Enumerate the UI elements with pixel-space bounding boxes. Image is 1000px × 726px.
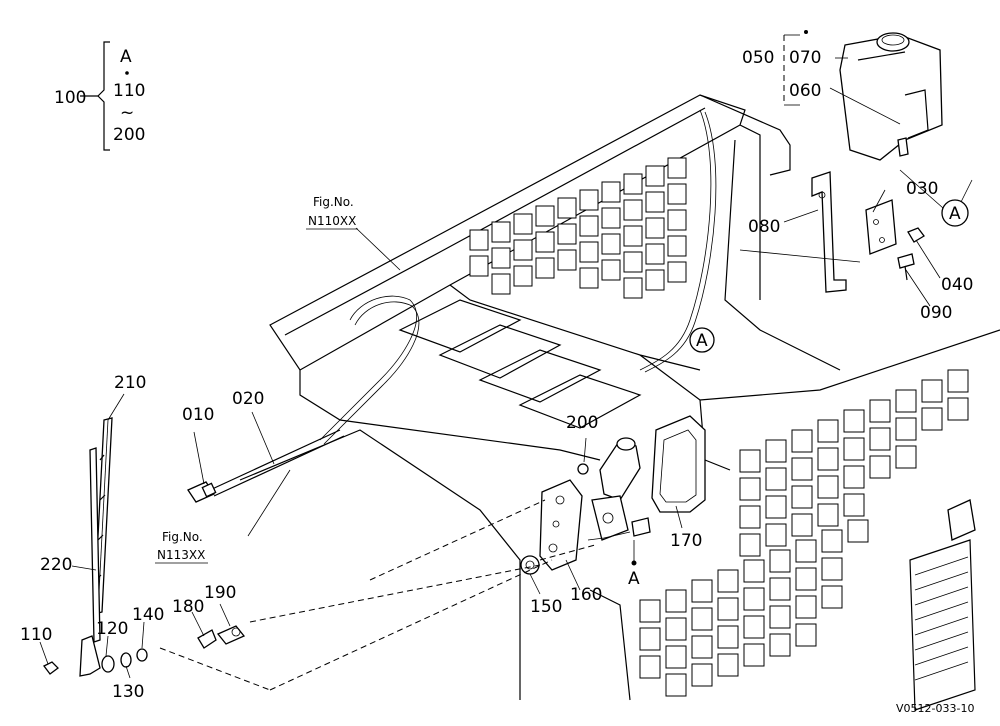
- fig-ref-n113-line2: N113XX: [157, 548, 205, 562]
- callout-120: 120: [96, 619, 128, 639]
- rear-window-grid: [469, 157, 687, 299]
- bolt-090: [897, 253, 915, 281]
- callout-170: 170: [670, 531, 702, 551]
- callout-020: 020: [232, 389, 264, 409]
- right-leaders: [739, 57, 973, 307]
- reference-bracket: [80, 41, 110, 151]
- ref-to-label: 200: [113, 125, 145, 145]
- callout-110: 110: [20, 625, 52, 645]
- marker-a-dot: [631, 560, 637, 566]
- ref-tilde-label: ~: [120, 103, 134, 123]
- cab-frame: [239, 94, 1000, 701]
- marker-a-circle-center: [689, 327, 715, 353]
- washer-tank: [839, 32, 943, 161]
- side-window-grid: [639, 369, 969, 697]
- callout-190: 190: [204, 583, 236, 603]
- callout-080: 080: [748, 217, 780, 237]
- plate-part: [865, 199, 897, 255]
- center-leaders: [39, 227, 683, 679]
- callout-200: 200: [566, 413, 598, 433]
- tank-bracket-part: [811, 171, 847, 293]
- callout-050: 050: [742, 48, 774, 68]
- callout-130: 130: [112, 682, 144, 702]
- callout-220: 220: [40, 555, 72, 575]
- wiper-motor: [587, 437, 651, 541]
- callout-040: 040: [941, 275, 973, 295]
- marker-a-center-label: A: [696, 331, 708, 351]
- wiper-arm: [79, 447, 101, 677]
- nut-200: [577, 463, 589, 475]
- callout-180: 180: [172, 597, 204, 617]
- arm-hardware: [43, 648, 148, 675]
- louvre-vents: [909, 499, 976, 711]
- callout-060: 060: [789, 81, 821, 101]
- gasket-170: [651, 415, 706, 513]
- marker-a-circle-right: [941, 199, 969, 227]
- figure-code: V0512-033-10: [896, 702, 974, 715]
- fig-ref-n110-line1: Fig.No.: [313, 195, 354, 209]
- alignment-dashes: [159, 499, 596, 691]
- callout-030: 030: [906, 179, 938, 199]
- seal-150: [520, 555, 540, 575]
- callout-070: 070: [789, 48, 821, 68]
- ref-main-label: 100: [54, 88, 86, 108]
- nut-040: [907, 227, 925, 243]
- ref-a-label: A: [120, 47, 132, 67]
- ref-dot: [125, 71, 129, 75]
- marker-a-bottom-label: A: [628, 569, 640, 589]
- callout-160: 160: [570, 585, 602, 605]
- callout-010: 010: [182, 405, 214, 425]
- roof-slots: [398, 299, 642, 429]
- fig-ref-n113-line1: Fig.No.: [162, 530, 203, 544]
- callout-090: 090: [920, 303, 952, 323]
- callout-210: 210: [114, 373, 146, 393]
- marker-a-right-label: A: [949, 204, 961, 224]
- pivot-shaft: [197, 625, 246, 649]
- callout-150: 150: [530, 597, 562, 617]
- fig-ref-n110-line2: N110XX: [308, 214, 356, 228]
- callout-140: 140: [132, 605, 164, 625]
- fig-ref-n113: Fig.No. N113XX: [155, 530, 208, 564]
- washer-hose: [187, 429, 345, 503]
- fig-ref-n110: Fig.No. N110XX: [306, 195, 358, 230]
- mount-plate-160: [539, 479, 583, 571]
- ref-from-label: 110: [113, 81, 145, 101]
- tank-dot: [804, 30, 808, 34]
